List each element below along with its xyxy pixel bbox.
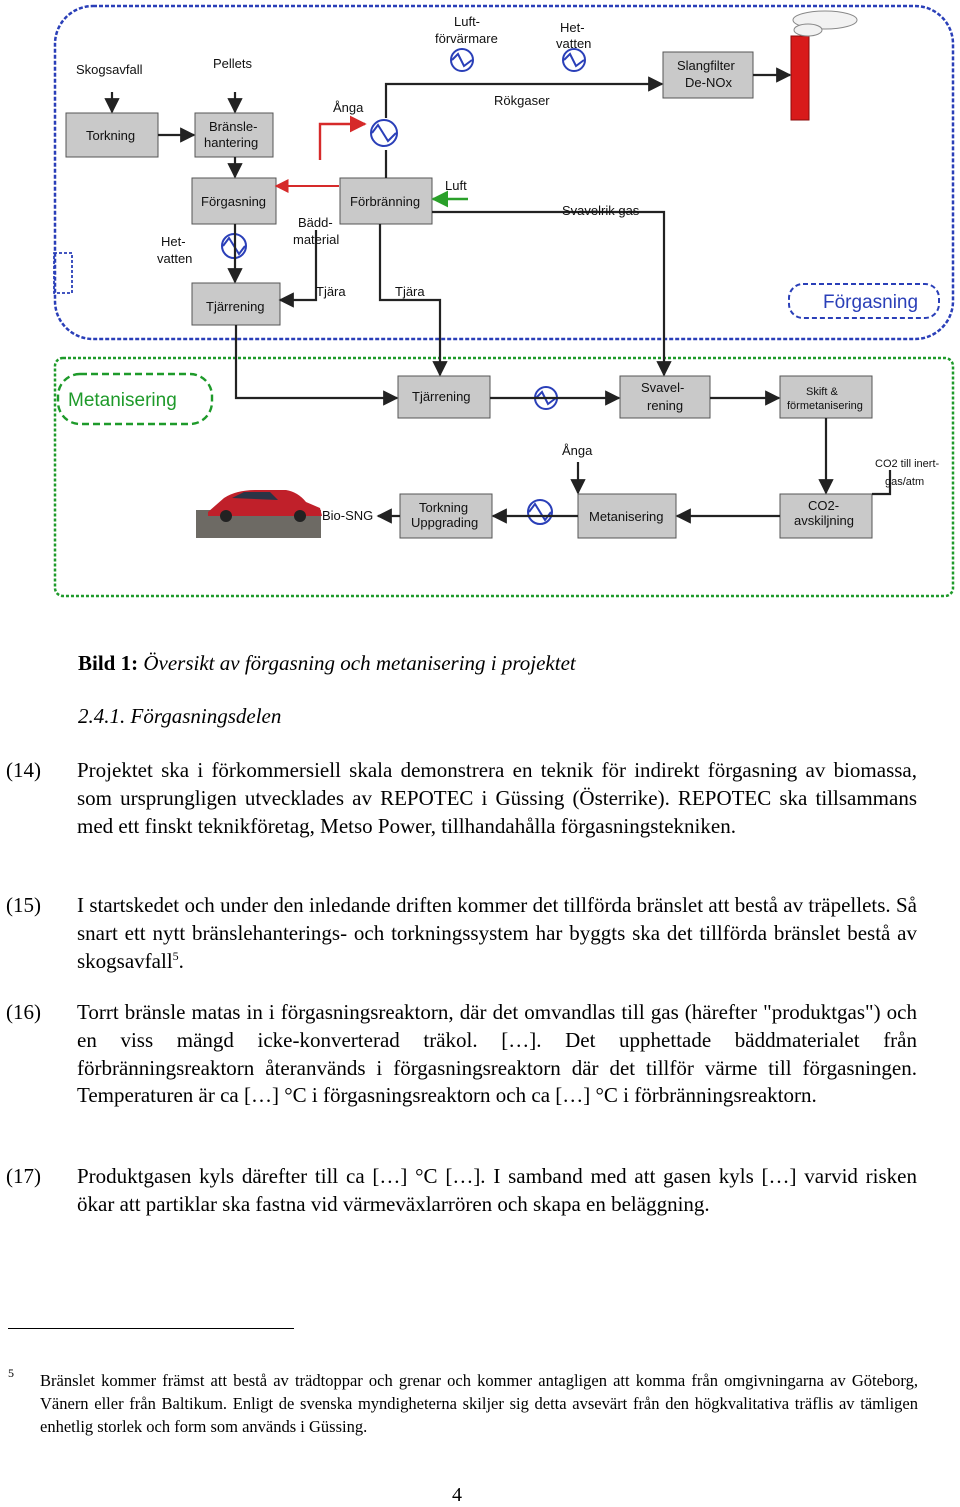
metanisering-box	[577, 493, 677, 539]
label-slangfilter-2: De-NOx	[685, 75, 732, 90]
paragraph-text: I startskedet och under den inledande dr…	[77, 892, 917, 975]
label-skogsavfall: Skogsavfall	[76, 62, 143, 77]
svavelrening-box	[619, 375, 711, 419]
chimney-icon	[790, 10, 858, 121]
flow-tjara-2	[378, 224, 448, 377]
label-rokgaser: Rökgaser	[494, 93, 550, 108]
paragraph-number: (16)	[6, 1000, 41, 1024]
paragraph-body: I startskedet och under den inledande dr…	[77, 893, 917, 973]
label-luftforvarm-2: förvärmare	[435, 31, 498, 46]
label-pellets: Pellets	[213, 56, 253, 71]
paragraph-end: .	[178, 948, 184, 973]
label-bio-sng: Bio-SNG	[322, 508, 373, 523]
forgasning-zone-tag	[788, 283, 940, 319]
forgasning-zone	[53, 4, 955, 341]
paragraph-text: Projektet ska i förkommersiell skala dem…	[77, 758, 917, 838]
flow-forgasning-metan	[234, 325, 399, 406]
torkning-box	[65, 112, 159, 158]
figure-caption: Bild 1: Översikt av förgasning och metan…	[78, 651, 576, 676]
footnote-ref[interactable]: 5	[172, 948, 179, 963]
exchanger-icon-anga	[370, 119, 398, 147]
flow-co2-out	[872, 470, 892, 496]
label-co2-2: avskiljning	[794, 513, 854, 528]
label-torkning-upg-2: Uppgrading	[411, 515, 478, 530]
label-torkning-upg-1: Torkning	[419, 500, 468, 515]
label-bransle-1: Bränsle-	[209, 119, 257, 134]
label-hetvatten-top-1: Het-	[560, 20, 585, 35]
slangfilter-box	[662, 51, 754, 99]
paragraph-text: Produktgasen kyls därefter till ca […] °…	[77, 1164, 917, 1216]
metanisering-zone-tag	[56, 372, 214, 426]
label-bransle-2: hantering	[204, 135, 258, 150]
process-diagram: Skogsavfall Pellets Torkning Bränsle- ha…	[53, 4, 955, 598]
label-baddmaterial-2: material	[293, 232, 339, 247]
metanisering-zone	[53, 356, 955, 598]
section-heading: 2.4.1. Förgasningsdelen	[78, 704, 281, 729]
tjarrening-box-bottom	[397, 375, 491, 419]
footnote-text: Bränslet kommer främst att bestå av träd…	[40, 1371, 918, 1436]
footnote-mark: 5	[8, 1366, 14, 1380]
page-number: 4	[452, 1484, 462, 1506]
label-luft: Luft	[445, 178, 467, 193]
label-tjara-2: Tjära	[395, 284, 425, 299]
section-title: Förgasningsdelen	[130, 704, 282, 728]
label-co2-1: CO2-	[808, 498, 839, 513]
car-image	[196, 490, 322, 538]
flow-rokgaser	[384, 76, 664, 118]
steam-line	[318, 115, 367, 160]
label-anga-bottom: Ånga	[562, 443, 593, 458]
exchanger-icon-bottom-2	[527, 499, 553, 525]
label-tjara-1: Tjära	[316, 284, 346, 299]
flow-tjara-1	[278, 230, 318, 308]
caption-text: Översikt av förgasning och metanisering …	[143, 651, 576, 675]
label-torkning: Torkning	[86, 128, 135, 143]
metanisering-zone-label: Metanisering	[68, 390, 177, 411]
luftforvarmare-icon	[450, 48, 474, 72]
label-forbranning-box: Förbränning	[350, 194, 420, 209]
co2-box	[779, 493, 873, 539]
small-tank-icon	[53, 252, 73, 294]
tjarrening-box-top	[191, 282, 281, 326]
label-co2-atm-1: CO2 till inert-	[875, 458, 940, 470]
label-luftforvarm-1: Luft-	[454, 14, 480, 29]
label-tjarrening-top: Tjärrening	[206, 299, 265, 314]
hetvatten-exchanger-icon-top	[562, 48, 586, 72]
torkning-uppgrading-box	[399, 493, 493, 539]
label-hetvatten-left-1: Het-	[161, 234, 186, 249]
label-svavelrik-gas: Svavelrik gas	[562, 203, 640, 218]
label-baddmaterial-1: Bädd-	[298, 215, 333, 230]
paragraph-number: (14)	[6, 758, 41, 782]
label-svavelrening-1: Svavel-	[641, 380, 684, 395]
label-hetvatten-left-2: vatten	[157, 251, 192, 266]
label-anga-top: Ånga	[333, 100, 364, 115]
label-skift-1: Skift &	[806, 386, 838, 398]
paragraph-text: Torrt bränsle matas in i förgasningsreak…	[77, 1000, 917, 1108]
paragraph-number: (17)	[6, 1164, 41, 1188]
label-hetvatten-top-2: vatten	[556, 36, 591, 51]
label-co2-atm-2: gas/atm	[885, 476, 924, 488]
forgasning-zone-label: Förgasning	[823, 292, 918, 313]
label-metanisering-box: Metanisering	[589, 509, 663, 524]
forgasning-box	[191, 177, 277, 225]
section-number: 2.4.1.	[78, 704, 126, 728]
flow-svavelrik-gas	[432, 210, 672, 377]
label-forgasning-box: Förgasning	[201, 194, 266, 209]
label-slangfilter-1: Slangfilter	[677, 58, 735, 73]
label-svavelrening-2: rening	[647, 398, 683, 413]
paragraph-number: (15)	[6, 893, 41, 917]
footnote-separator	[8, 1328, 294, 1329]
caption-label: Bild 1:	[78, 651, 139, 675]
label-tjarrening-bottom: Tjärrening	[412, 389, 471, 404]
label-skift-2: förmetanisering	[787, 400, 863, 412]
